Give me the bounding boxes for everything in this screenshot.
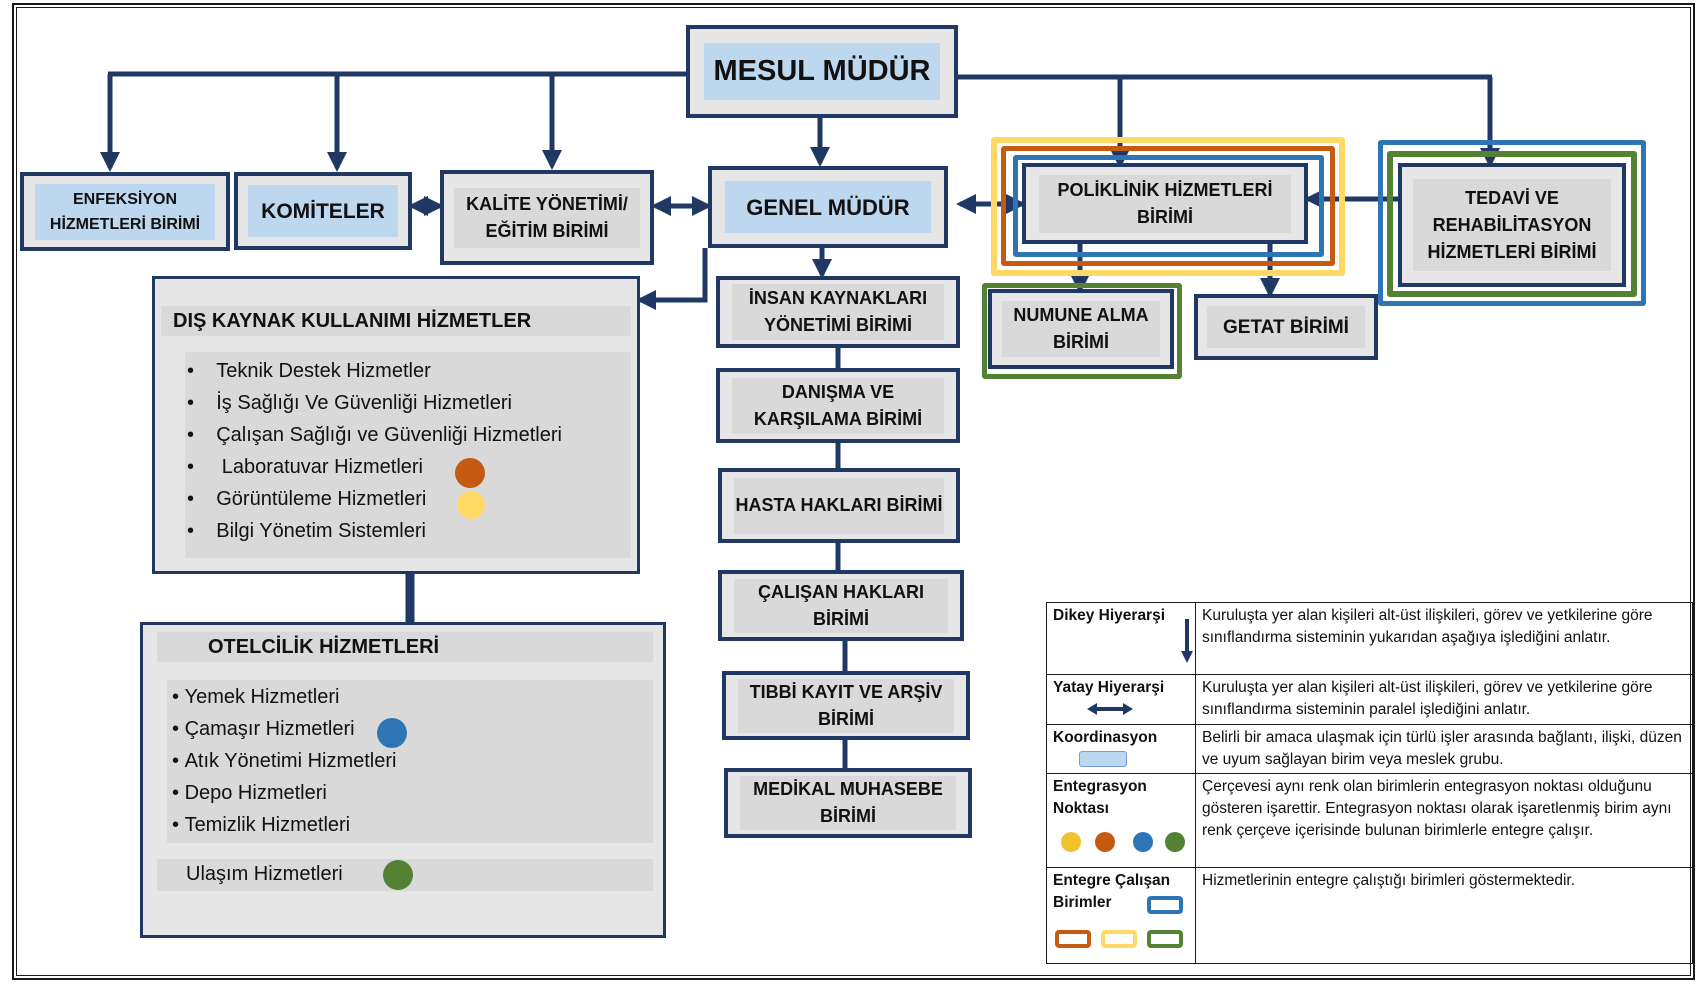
list-item: • Atık Yönetimi Hizmetleri [172, 750, 397, 772]
calisan-haklari-label: ÇALIŞAN HAKLARI BİRİMİ [734, 578, 948, 633]
legend-text: Hizmetlerinin entegre çalıştığı birimler… [1195, 867, 1693, 964]
getat-label: GETAT BİRİMİ [1207, 306, 1365, 348]
genel-mudur-box[interactable]: GENEL MÜDÜR [708, 166, 948, 248]
otelcilik-list [167, 680, 653, 843]
kalite-label: KALİTE YÖNETİMİ/ EĞİTİM BİRİMİ [454, 187, 640, 248]
list-item: • Temizlik Hizmetleri [172, 814, 351, 836]
yellow-frame-icon [1101, 930, 1137, 948]
green-frame-icon [1147, 930, 1183, 948]
list-item: • Depo Hizmetleri [172, 782, 327, 804]
integration-ring-orange [1001, 146, 1335, 266]
legend-row: Yatay Hiyerarşi Kuruluşta yer alan kişil… [1046, 674, 1693, 725]
mesul-mudur-box[interactable]: MESUL MÜDÜR [686, 25, 958, 118]
integration-ring-green-tedavi [1387, 151, 1637, 297]
blue-frame-icon [1147, 896, 1183, 914]
legend-text: Kuruluşta yer alan kişileri alt-üst iliş… [1195, 602, 1693, 675]
legend-text: Çerçevesi aynı renk olan birimlerin ente… [1195, 773, 1693, 868]
legend-key: Koordinasyon [1046, 724, 1196, 774]
legend-row: Koordinasyon Belirli bir amaca ulaşmak i… [1046, 724, 1693, 774]
medikal-muhasebe-label: MEDİKAL MUHASEBE BİRİMİ [740, 776, 956, 830]
list-item: • Çamaşır Hizmetleri [172, 718, 355, 740]
tedavi-box[interactable]: TEDAVİ VE REHABİLİTASYON HİZMETLERİ BİRİ… [1398, 163, 1626, 287]
insan-kaynaklari-box[interactable]: İNSAN KAYNAKLARI YÖNETİMİ BİRİMİ [716, 276, 960, 348]
orange-dot-icon [455, 458, 485, 488]
integration-ring-blue-tedavi [1378, 140, 1646, 306]
genel-mudur-label: GENEL MÜDÜR [725, 181, 931, 233]
medikal-muhasebe-box[interactable]: MEDİKAL MUHASEBE BİRİMİ [724, 768, 972, 838]
blue-dot-icon [1133, 832, 1153, 852]
legend-key: Entegre Çalışan Birimler [1046, 867, 1196, 964]
yellow-dot-icon [457, 491, 485, 519]
list-item: • Bilgi Yönetim Sistemleri [187, 520, 426, 542]
legend-key: Dikey Hiyerarşi [1046, 602, 1196, 675]
poliklinik-box[interactable]: POLİKLİNİK HİZMETLERİ BİRİMİ [1022, 163, 1308, 244]
list-item: • Laboratuvar Hizmetleri [187, 456, 423, 478]
vertical-arrow-icon [1181, 619, 1193, 663]
green-dot-icon [1165, 832, 1185, 852]
hasta-haklari-label: HASTA HAKLARI BİRİMİ [734, 477, 944, 534]
legend-key: Yatay Hiyerarşi [1046, 674, 1196, 725]
enfeksiyon-label: ENFEKSİYON HİZMETLERİ BİRİMİ [35, 183, 215, 240]
dis-kaynak-panel: DIŞ KAYNAK KULLANIMI HİZMETLER • Teknik … [152, 276, 640, 574]
hasta-haklari-box[interactable]: HASTA HAKLARI BİRİMİ [718, 468, 960, 543]
tedavi-label: TEDAVİ VE REHABİLİTASYON HİZMETLERİ BİRİ… [1413, 179, 1611, 271]
dis-kaynak-title: DIŞ KAYNAK KULLANIMI HİZMETLER [161, 306, 631, 336]
legend-row: Entegre Çalışan Birimler Hizmetlerinin e… [1046, 867, 1693, 964]
horizontal-arrow-icon [1087, 703, 1133, 715]
legend-row: Dikey Hiyerarşi Kuruluşta yer alan kişil… [1046, 602, 1693, 675]
list-item: • Çalışan Sağlığı ve Güvenliği Hizmetler… [187, 424, 562, 446]
integration-ring-green-numune [982, 283, 1182, 379]
otelcilik-title: OTELCİLİK HİZMETLERİ [157, 632, 653, 662]
integration-ring-blue [1013, 155, 1324, 257]
list-item: • Görüntüleme Hizmetleri [187, 488, 427, 510]
tibbi-kayit-label: TIBBİ KAYIT VE ARŞİV BİRİMİ [738, 678, 954, 733]
danisma-box[interactable]: DANIŞMA VE KARŞILAMA BİRİMİ [716, 368, 960, 443]
list-item: • Yemek Hizmetleri [172, 686, 340, 708]
otelcilik-panel: OTELCİLİK HİZMETLERİ • Yemek Hizmetleri … [140, 622, 666, 938]
numune-label: NUMUNE ALMA BİRİMİ [1002, 301, 1160, 357]
green-dot-icon [383, 860, 413, 890]
numune-box[interactable]: NUMUNE ALMA BİRİMİ [988, 289, 1174, 369]
legend-text: Belirli bir amaca ulaşmak için türlü işl… [1195, 724, 1693, 774]
mesul-mudur-label: MESUL MÜDÜR [704, 43, 940, 100]
legend-row: Entegrasyon Noktası Çerçevesi aynı renk … [1046, 773, 1693, 868]
blue-dot-icon [377, 718, 407, 748]
komiteler-box[interactable]: KOMİTELER [234, 172, 412, 250]
poliklinik-label: POLİKLİNİK HİZMETLERİ BİRİMİ [1039, 174, 1291, 233]
legend-table: Dikey Hiyerarşi Kuruluşta yer alan kişil… [1046, 602, 1693, 964]
list-item: • İş Sağlığı Ve Güvenliği Hizmetleri [187, 392, 512, 414]
orange-dot-icon [1095, 832, 1115, 852]
coordination-icon [1079, 751, 1127, 767]
integration-ring-yellow [991, 137, 1345, 276]
list-item: • Teknik Destek Hizmetler [187, 360, 431, 382]
calisan-haklari-box[interactable]: ÇALIŞAN HAKLARI BİRİMİ [718, 570, 964, 641]
inner-frame [16, 7, 1691, 976]
enfeksiyon-box[interactable]: ENFEKSİYON HİZMETLERİ BİRİMİ [20, 172, 230, 251]
komiteler-label: KOMİTELER [248, 185, 398, 237]
orange-frame-icon [1055, 930, 1091, 948]
ulasim-label: Ulaşım Hizmetleri [186, 863, 343, 885]
yellow-dot-icon [1061, 832, 1081, 852]
legend-key: Entegrasyon Noktası [1046, 773, 1196, 868]
outer-frame [12, 3, 1695, 980]
tibbi-kayit-box[interactable]: TIBBİ KAYIT VE ARŞİV BİRİMİ [722, 671, 970, 740]
dis-kaynak-list [185, 352, 631, 558]
legend-text: Kuruluşta yer alan kişileri alt-üst iliş… [1195, 674, 1693, 725]
getat-box[interactable]: GETAT BİRİMİ [1194, 294, 1378, 360]
kalite-box[interactable]: KALİTE YÖNETİMİ/ EĞİTİM BİRİMİ [440, 170, 654, 265]
insan-kaynaklari-label: İNSAN KAYNAKLARI YÖNETİMİ BİRİMİ [732, 284, 944, 340]
danisma-label: DANIŞMA VE KARŞILAMA BİRİMİ [732, 377, 944, 434]
arrow-dis-kaynak [636, 248, 708, 310]
